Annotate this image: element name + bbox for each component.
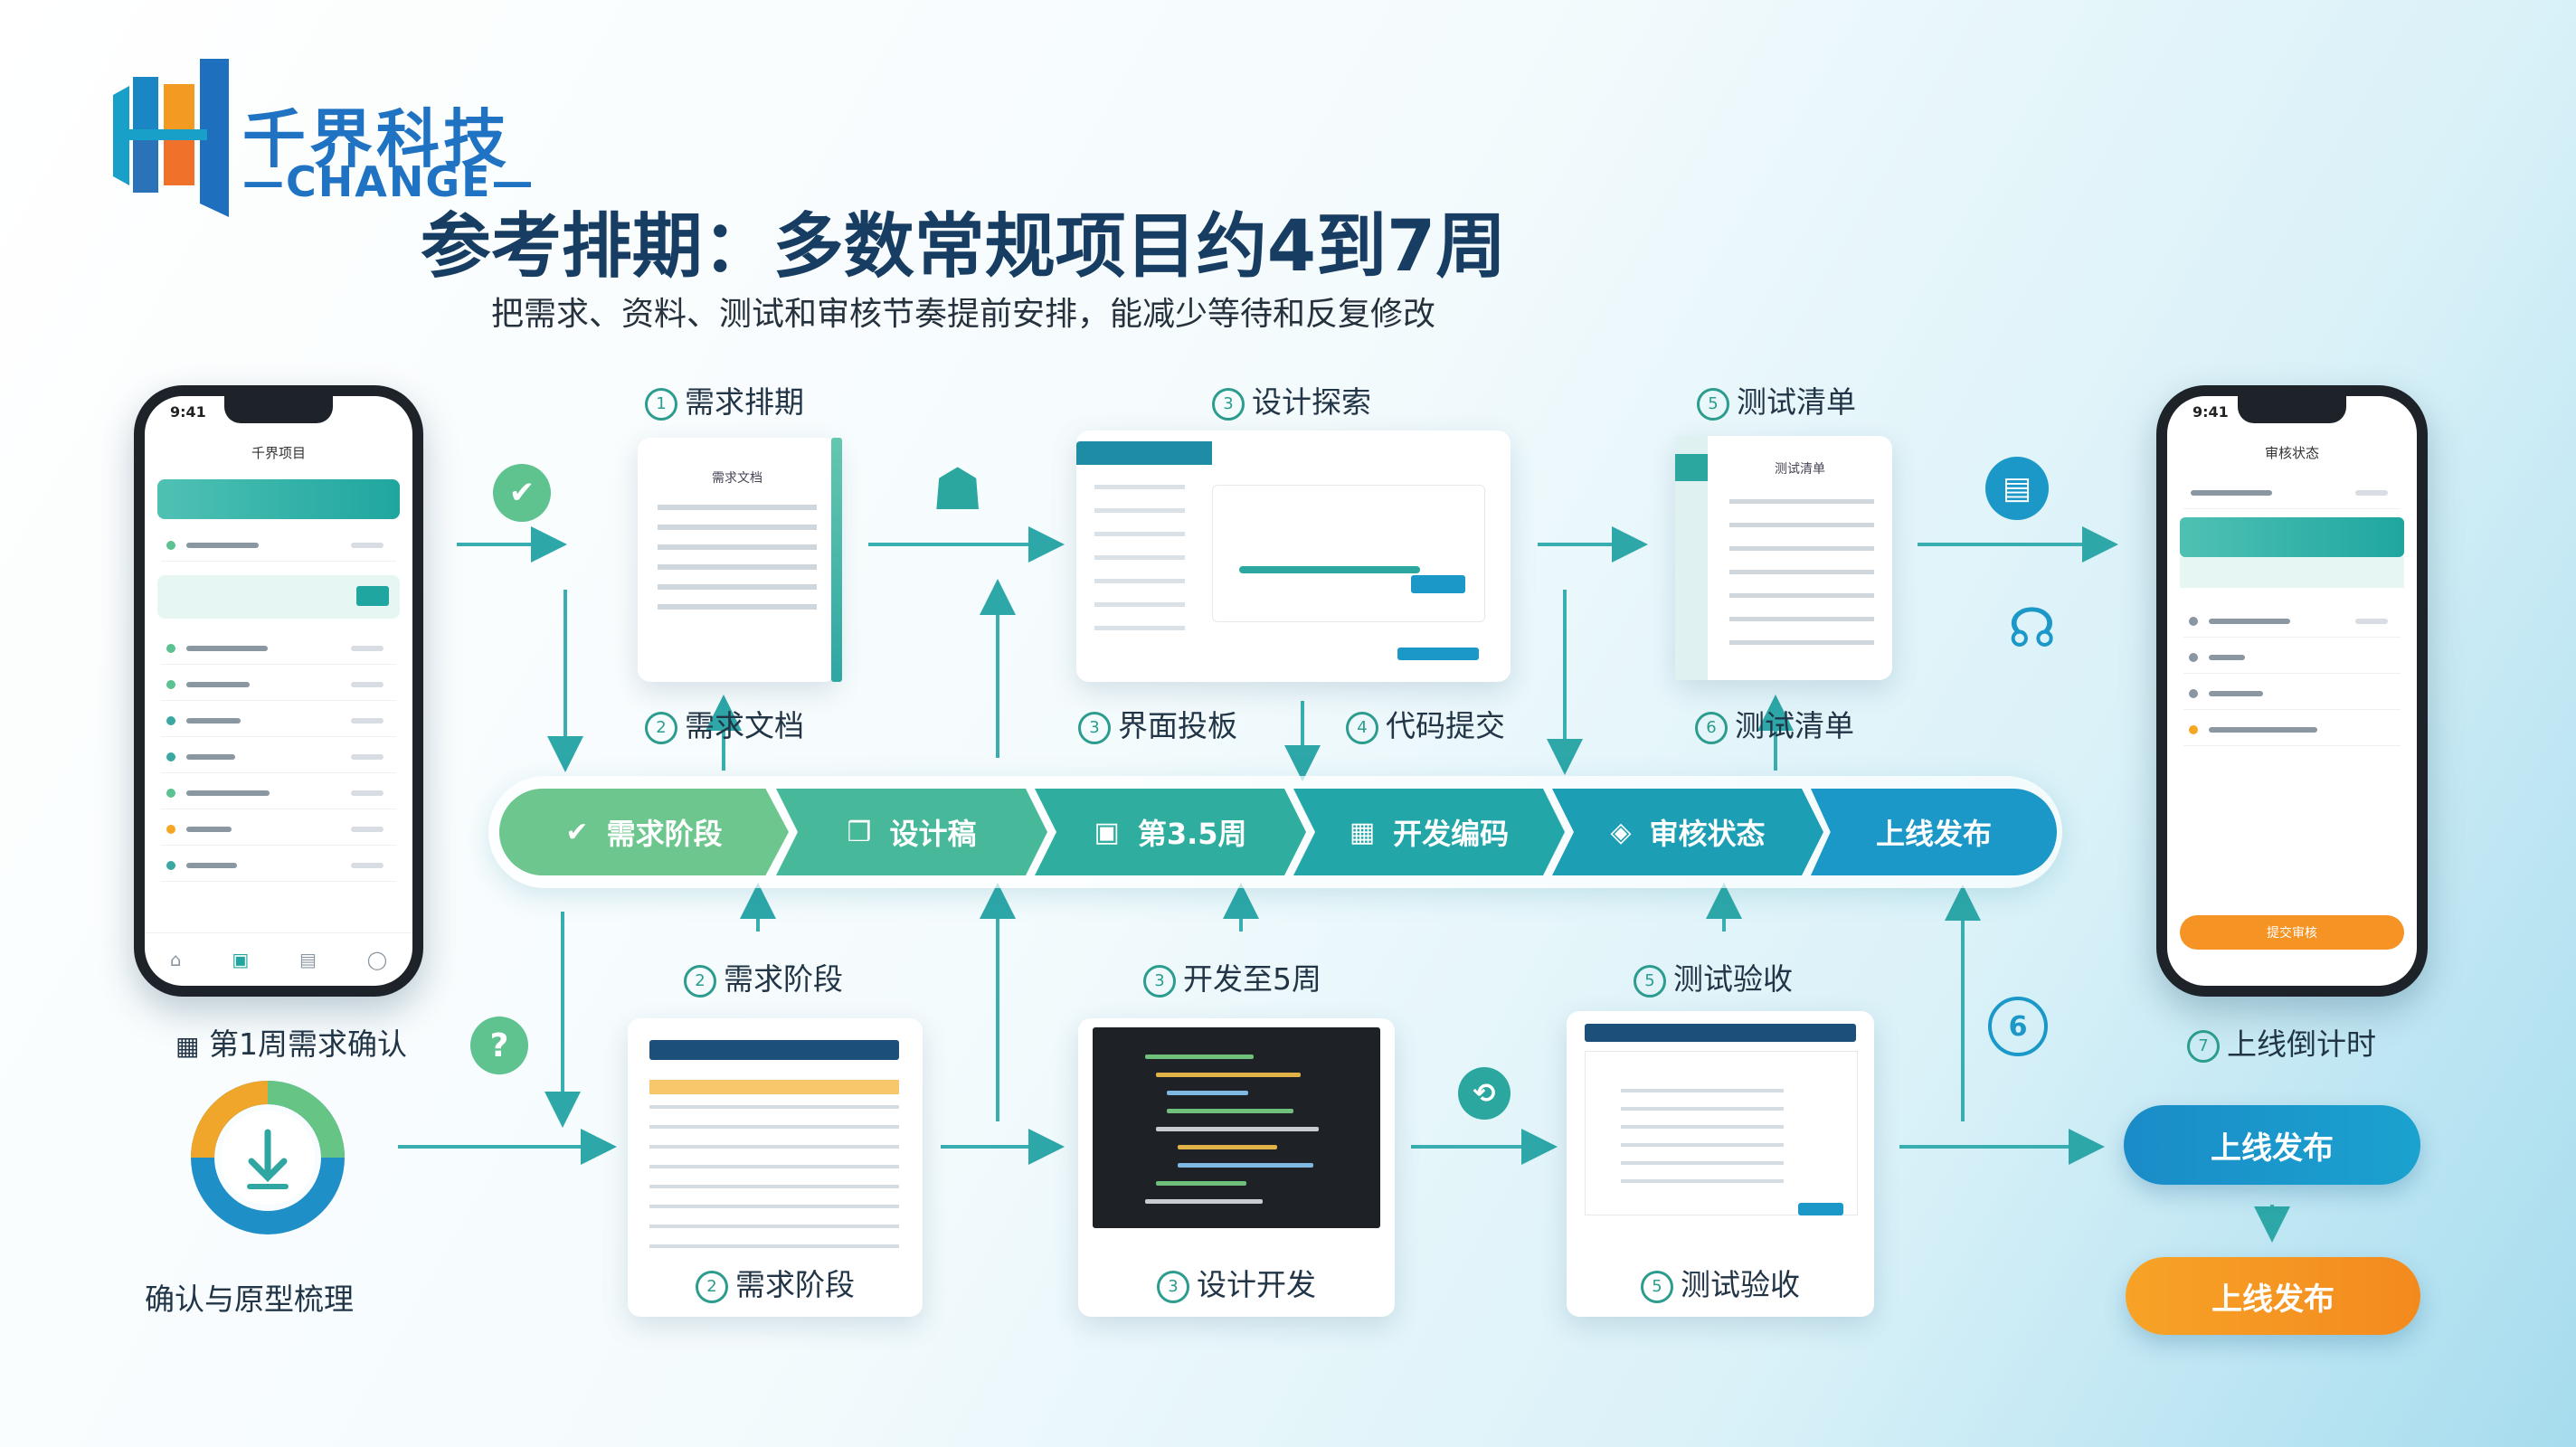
- cube-icon: ◈: [1610, 816, 1632, 848]
- brand-logo-icon: [113, 59, 229, 217]
- brand-name-cn: 千界科技: [242, 102, 510, 176]
- support-icon: ☊: [2008, 597, 2057, 660]
- phone-tab-bar: ⌂ ▣ ▤ ◯: [145, 932, 412, 986]
- step-badge: 6: [1988, 997, 2048, 1056]
- list-item: [161, 850, 396, 882]
- check-icon: ✔: [565, 816, 589, 848]
- user-icon: ◯: [366, 949, 388, 970]
- briefcase-icon: ▤: [1985, 457, 2049, 520]
- test-card-title: 测试清单: [1775, 462, 1825, 477]
- right-phone-mockup: 9:41 审核状态 提交审核: [2156, 385, 2428, 997]
- help-circle-icon: ?: [470, 1017, 528, 1074]
- tasks-icon: ▣: [232, 949, 250, 970]
- design-dashboard-card: [1076, 430, 1511, 682]
- pipeline-step-launch: 上线发布: [1811, 789, 2057, 875]
- left-phone-mockup: 9:41 千界项目 ⌂ ▣ ▤ ◯: [134, 385, 423, 997]
- box-icon: ❒: [847, 816, 872, 848]
- pipeline-step-requirement: ✔需求阶段: [499, 789, 789, 875]
- grid-icon: ▦: [1349, 816, 1376, 848]
- requirement-document-card: 需求文档: [638, 438, 842, 682]
- list-item: [2183, 606, 2401, 638]
- test-checklist-card: 测试清单: [1675, 436, 1892, 680]
- code-editor-screen: [1093, 1027, 1380, 1228]
- list-item-highlight: [157, 575, 400, 619]
- list-item: [161, 705, 396, 737]
- phone-banner: [157, 479, 400, 519]
- list-item: [161, 778, 396, 809]
- list-item: [2183, 678, 2401, 710]
- status-time: 9:41: [170, 403, 206, 421]
- left-bottom-caption: 确认与原型梳理: [145, 1281, 354, 1317]
- check-circle-icon: ✔: [493, 464, 551, 522]
- phone-banner: [2180, 517, 2404, 557]
- page-subtitle: 把需求、资料、测试和审核节奏提前安排，能减少等待和反复修改: [490, 296, 1435, 333]
- launch-button-blue[interactable]: 上线发布: [2124, 1105, 2420, 1185]
- left-phone-caption: ▦ 第1周需求确认: [175, 1026, 407, 1062]
- home-icon: ⌂: [169, 949, 182, 970]
- status-time: 9:41: [2192, 403, 2229, 421]
- phone-screen-title: 审核状态: [2264, 445, 2319, 461]
- list-item: [2183, 478, 2401, 509]
- doc-card-title: 需求文档: [712, 471, 762, 486]
- pipeline-step-design: ❒设计稿: [776, 789, 1047, 875]
- team-icon: ☗: [932, 457, 984, 524]
- list-item: [161, 669, 396, 701]
- list-item: [161, 814, 396, 846]
- list-item: [161, 633, 396, 665]
- submit-review-button[interactable]: 提交审核: [2180, 915, 2404, 950]
- sync-icon: ⟲: [1458, 1067, 1511, 1120]
- calendar-icon: ▤: [299, 949, 317, 970]
- launch-button-orange[interactable]: 上线发布: [2126, 1257, 2420, 1335]
- pipeline-step-coding: ▦开发编码: [1293, 789, 1565, 875]
- brand-name-en: —CHANGE—: [242, 157, 535, 206]
- progress-donut-icon: [191, 1081, 345, 1234]
- page-title: 参考排期：多数常规项目约4到7周: [420, 206, 1507, 288]
- list-item: [161, 530, 396, 562]
- image-icon: ▣: [1094, 816, 1120, 848]
- phone-screen-title: 千界项目: [251, 445, 306, 461]
- list-item: [2183, 642, 2401, 674]
- list-item: [2183, 714, 2401, 746]
- pipeline-step-week35: ▣第3.5周: [1035, 789, 1306, 875]
- list-item: [161, 742, 396, 773]
- calendar-icon: ▦: [175, 1031, 200, 1061]
- pipeline-step-review: ◈审核状态: [1552, 789, 1823, 875]
